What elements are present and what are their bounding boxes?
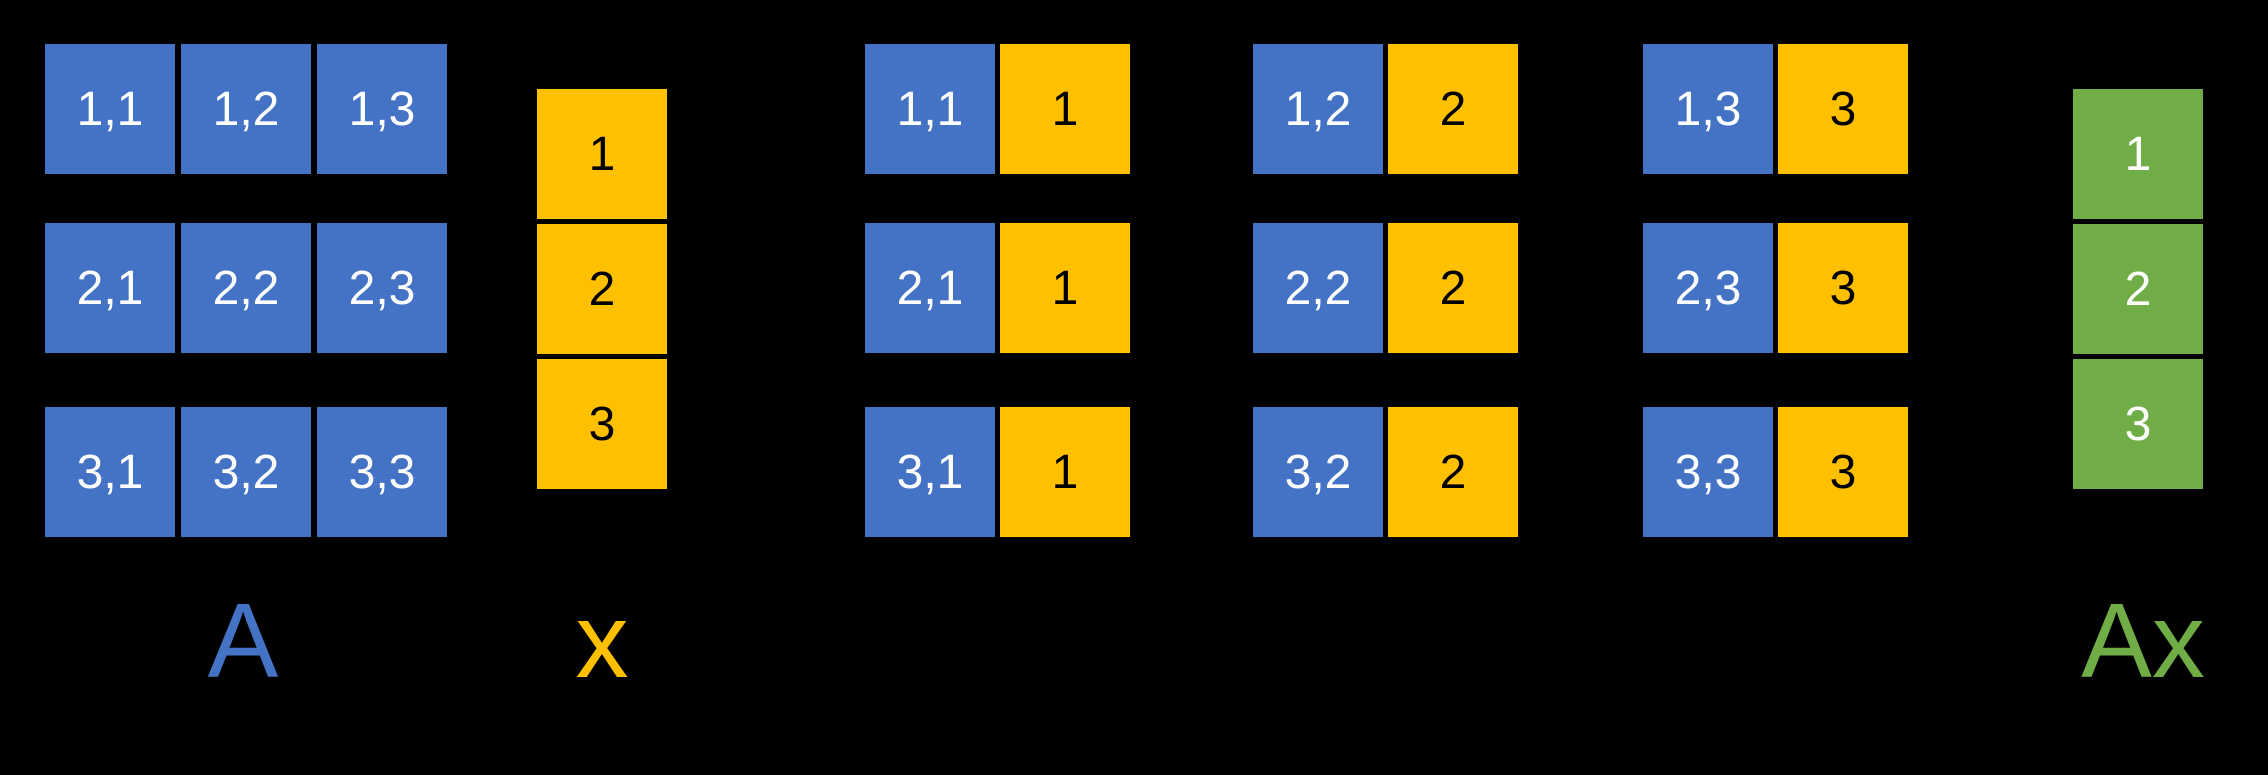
product-3-row-2-a-cell: 2,3: [1643, 223, 1773, 353]
matrix-a-label: A: [207, 582, 279, 700]
product-3-row-3-x-cell: 3: [1778, 407, 1908, 537]
product-1-row-1-a-cell: 1,1: [865, 44, 995, 174]
product-2-row-2-x-cell: 2: [1388, 223, 1518, 353]
product-1-row-1-x-cell: 1: [1000, 44, 1130, 174]
product-2-row-2-a-cell: 2,2: [1253, 223, 1383, 353]
matrix-a-cell-2-3: 2,3: [317, 223, 447, 353]
matrix-a-cell-1-1: 1,1: [45, 44, 175, 174]
matrix-a-cell-3-2: 3,2: [181, 407, 311, 537]
product-1-row-3-x-cell: 1: [1000, 407, 1130, 537]
vector-x-cell-1: 1: [537, 89, 667, 219]
vector-ax-cell-2: 2: [2073, 224, 2203, 354]
product-3-row-1-x-cell: 3: [1778, 44, 1908, 174]
product-2-row-1-x-cell: 2: [1388, 44, 1518, 174]
matrix-a-cell-1-2: 1,2: [181, 44, 311, 174]
vector-x-label: x: [575, 582, 629, 700]
vector-ax-cell-3: 3: [2073, 359, 2203, 489]
matrix-a-cell-1-3: 1,3: [317, 44, 447, 174]
product-2-row-1-a-cell: 1,2: [1253, 44, 1383, 174]
product-3-row-1-a-cell: 1,3: [1643, 44, 1773, 174]
product-1-row-3-a-cell: 3,1: [865, 407, 995, 537]
matrix-a-cell-3-3: 3,3: [317, 407, 447, 537]
product-2-row-3-a-cell: 3,2: [1253, 407, 1383, 537]
vector-x-cell-2: 2: [537, 224, 667, 354]
vector-ax-cell-1: 1: [2073, 89, 2203, 219]
product-1-row-2-a-cell: 2,1: [865, 223, 995, 353]
matrix-a-cell-3-1: 3,1: [45, 407, 175, 537]
vector-x-cell-3: 3: [537, 359, 667, 489]
product-3-row-2-x-cell: 3: [1778, 223, 1908, 353]
matrix-a-cell-2-2: 2,2: [181, 223, 311, 353]
vector-ax-label: Ax: [2081, 582, 2205, 700]
product-1-row-2-x-cell: 1: [1000, 223, 1130, 353]
matrix-a-cell-2-1: 2,1: [45, 223, 175, 353]
product-3-row-3-a-cell: 3,3: [1643, 407, 1773, 537]
product-2-row-3-x-cell: 2: [1388, 407, 1518, 537]
